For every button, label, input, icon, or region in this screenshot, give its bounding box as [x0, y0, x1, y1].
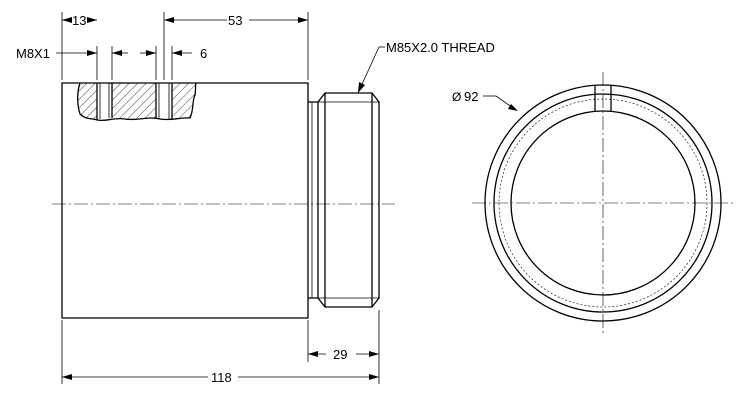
- dimensions: 13 53 M8X1 6: [16, 12, 518, 385]
- diameter-symbol: Ø: [452, 90, 461, 104]
- diameter-label: 92: [464, 89, 478, 104]
- broken-out-section: [77, 82, 197, 122]
- thread-relief-groove: [308, 101, 319, 299]
- thread-section-outline: [317, 92, 380, 308]
- dim-13-label: 13: [72, 13, 86, 28]
- dim-m8x1: M8X1: [16, 46, 128, 61]
- dim-29-label: 29: [333, 347, 347, 362]
- dim-13: 13: [62, 13, 97, 28]
- end-view: [472, 72, 735, 335]
- side-view: [52, 82, 395, 319]
- dim-m8x1-label: M8X1: [16, 46, 50, 61]
- diameter-callout: Ø 92: [452, 89, 518, 111]
- dim-53-label: 53: [228, 13, 242, 28]
- thread-callout-label: M85X2.0 THREAD: [386, 40, 495, 55]
- section-hatch: [77, 83, 97, 120]
- dim-53: 53: [164, 13, 308, 28]
- dim-6: 6: [140, 46, 207, 61]
- dim-118-label: 118: [211, 370, 232, 385]
- dim-6-label: 6: [200, 46, 207, 61]
- dim-29: 29: [307, 310, 380, 384]
- dim-118: 118: [61, 320, 379, 385]
- body-outline: [61, 82, 309, 319]
- thread-callout: M85X2.0 THREAD: [357, 40, 495, 94]
